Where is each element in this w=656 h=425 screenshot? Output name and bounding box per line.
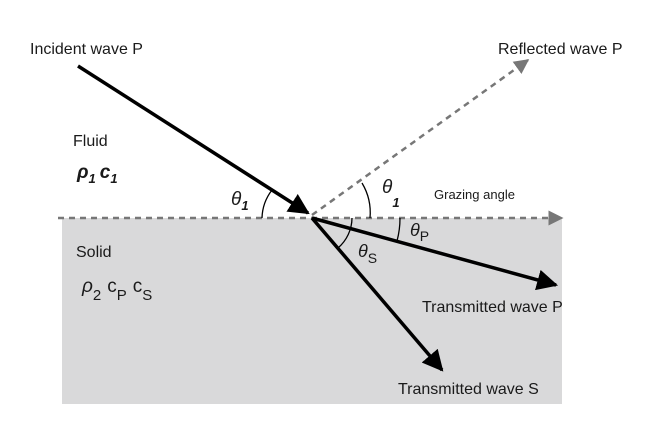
transmitted-s-ray xyxy=(310,216,444,372)
rho-sub: 2 xyxy=(93,287,101,304)
cs-symbol: c xyxy=(133,276,143,297)
c-sub: 1 xyxy=(110,171,117,186)
thetaP-arc xyxy=(396,217,401,242)
theta-sub: 1 xyxy=(241,198,248,213)
theta-sub: P xyxy=(420,228,429,244)
theta-symbol: θ xyxy=(410,220,420,240)
thetaS-label: θS xyxy=(358,241,377,266)
theta-sub: 1 xyxy=(392,195,399,210)
theta1-incident-label: θ1 xyxy=(231,189,249,213)
solid-label: Solid xyxy=(76,244,112,261)
solid-region xyxy=(62,218,562,404)
theta1-reflected-label: θ1 xyxy=(382,177,400,210)
rho-sub: 1 xyxy=(89,171,96,186)
incident-ray xyxy=(77,64,310,215)
theta-symbol: θ xyxy=(231,189,242,210)
incident-label: Incident wave P xyxy=(30,41,143,58)
transmitted-p-ray xyxy=(311,216,559,291)
transmitted-s-label: Transmitted wave S xyxy=(398,381,539,398)
theta1-incident-arc xyxy=(261,189,273,219)
grazing-label: Grazing angle xyxy=(434,187,515,202)
rho-symbol: ρ xyxy=(81,276,93,297)
theta-sub: S xyxy=(368,250,377,266)
cp-symbol: c xyxy=(107,276,117,297)
rho-symbol: ρ xyxy=(76,162,89,183)
c-symbol: c xyxy=(100,162,111,183)
reflected-label: Reflected wave P xyxy=(498,41,623,58)
cp-sub: P xyxy=(117,287,127,304)
thetaP-label: θP xyxy=(410,220,429,244)
cs-sub: S xyxy=(142,287,152,304)
theta1-reflected-arc xyxy=(361,182,371,219)
theta-symbol: θ xyxy=(358,241,368,261)
reflected-ray xyxy=(311,58,530,217)
thetaS-arc xyxy=(337,217,353,249)
fluid-label: Fluid xyxy=(73,133,108,150)
theta-symbol: θ xyxy=(382,177,393,198)
transmitted-p-label: Transmitted wave P xyxy=(422,299,563,316)
